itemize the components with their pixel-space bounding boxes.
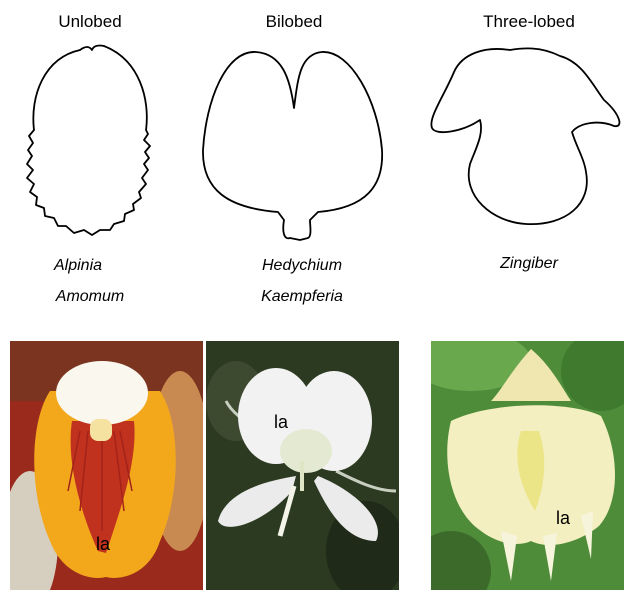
genus-alpinia: Alpinia xyxy=(0,257,156,275)
photo-label-unlobed: la xyxy=(96,534,110,555)
genus-kaempferia: Kaempferia xyxy=(222,288,382,306)
genus-zingiber: Zingiber xyxy=(449,255,609,273)
photo-label-three-lobed: la xyxy=(556,508,570,529)
photo-bilobed-flower xyxy=(206,341,399,590)
genus-hedychium: Hedychium xyxy=(222,257,382,275)
photo-label-bilobed: la xyxy=(274,412,288,433)
photo-three-lobed-flower xyxy=(431,341,624,590)
genus-amomum: Amomum xyxy=(10,288,170,306)
